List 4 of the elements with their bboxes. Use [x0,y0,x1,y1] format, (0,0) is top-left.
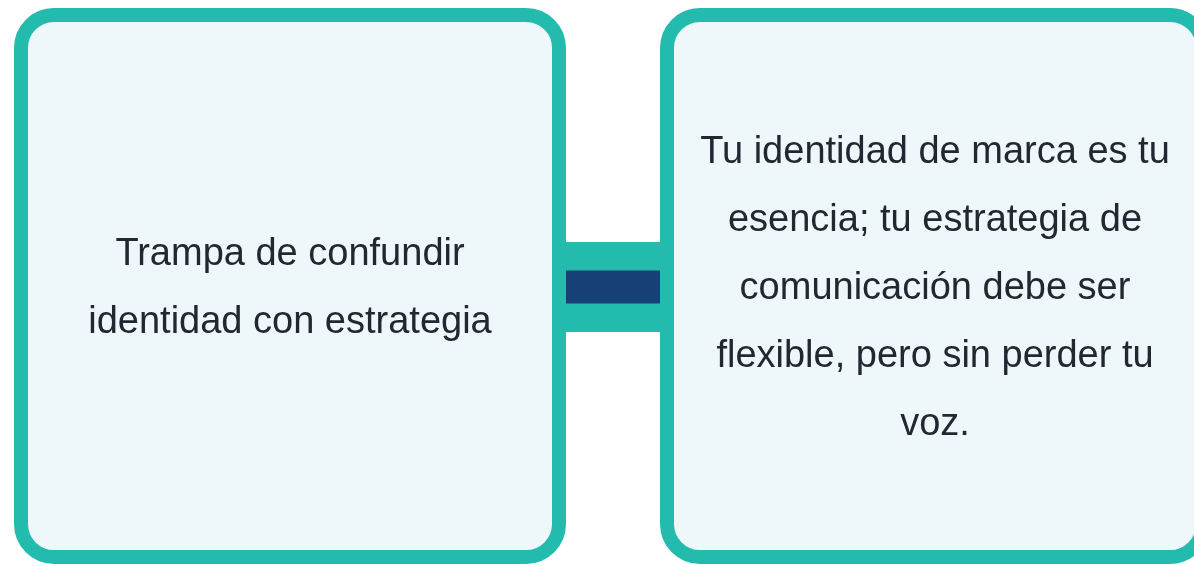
rounded-box [660,8,1194,564]
box-text: Trampa de confundir identidad con estrategia [87,230,493,343]
box-text: Tu identidad de marca es tu esencia; tu estrategia de comunicación debe ser flexible, pero sin perder tu voz. [699,128,1171,445]
rounded-box [14,8,566,564]
